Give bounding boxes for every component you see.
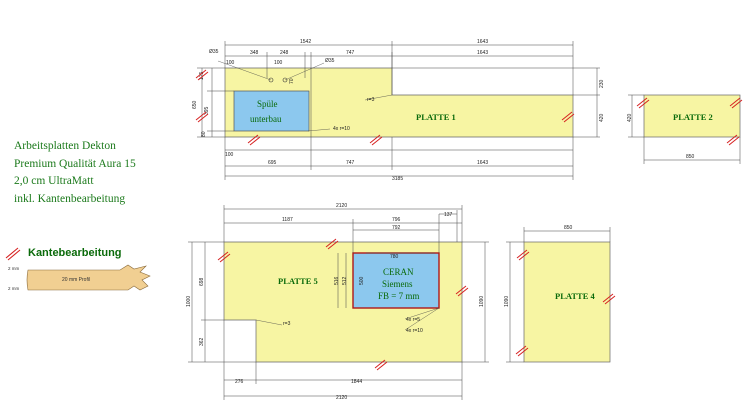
dim-362: 362	[199, 337, 205, 346]
tap-hole-2	[282, 77, 288, 83]
legend-mm-bottom: 2 mm	[8, 286, 20, 291]
dim-747: 747	[346, 50, 355, 56]
dim-100-a: 100	[226, 60, 235, 66]
dim-516: 516	[334, 276, 340, 285]
dim-230: 230	[599, 79, 605, 88]
dim-diam35-b: Ø35	[325, 58, 335, 64]
radius-r3-b: r=3	[283, 321, 291, 327]
dim-395: 395	[204, 106, 210, 115]
dim-780: 780	[390, 254, 399, 260]
dim-420: 420	[599, 113, 605, 122]
radius-4x-r10-a: 4x r=10	[333, 126, 350, 132]
dim-100-c: 100	[225, 152, 234, 158]
tap-hole-1	[268, 77, 274, 83]
dim-420-b: 420	[627, 113, 633, 122]
dim-100-b: 100	[274, 60, 283, 66]
dim-2120-b: 2120	[336, 395, 347, 401]
dim-1090-b: 1090	[504, 296, 510, 307]
dim-698: 698	[199, 277, 205, 286]
legend-profile-label: 20 mm Profil	[62, 277, 90, 283]
dim-1643: 1643	[477, 39, 488, 45]
dim-747-b: 747	[346, 160, 355, 166]
radius-4x-r10-b: 4x r=10	[406, 328, 423, 334]
dim-70: 70	[289, 78, 295, 84]
radius-r3-a: r=3	[367, 97, 375, 103]
dim-1000-a: 1000	[186, 296, 192, 307]
dim-248: 248	[280, 50, 289, 56]
dim-348: 348	[250, 50, 259, 56]
dim-792: 792	[392, 225, 401, 231]
material-info: Arbeitsplatten Dekton Premium Qualität A…	[14, 138, 136, 208]
plate-5-label: PLATTE 5	[278, 276, 318, 286]
plate-4-label: PLATTE 4	[555, 291, 596, 301]
dim-650: 650	[192, 100, 198, 109]
dim-276: 276	[235, 379, 244, 385]
dim-1643-c: 1643	[477, 160, 488, 166]
info-line-3: 2,0 cm UltraMatt	[14, 175, 94, 187]
dim-796: 796	[392, 217, 401, 223]
dim-80: 80	[201, 131, 207, 137]
plate-4-shape	[523, 241, 611, 363]
dim-1090: 1090	[479, 296, 485, 307]
edge-legend: Kantebearbeitung 20 mm Profil 2 mm 2 mm	[5, 247, 151, 291]
ceran-cutout	[352, 252, 440, 309]
dim-175: 175	[199, 71, 205, 80]
edge-profile-shape	[26, 264, 151, 291]
dim-3185: 3185	[392, 176, 403, 182]
dim-850-a: 850	[686, 154, 695, 160]
dim-1844: 1844	[351, 379, 362, 385]
plate-1-label: PLATTE 1	[416, 112, 456, 122]
legend-title: Kantebearbeitung	[28, 247, 122, 259]
info-line-1: Arbeitsplatten Dekton	[14, 140, 116, 152]
dim-diam35-a: Ø35	[209, 49, 219, 55]
dim-850-b: 850	[564, 225, 573, 231]
sink-label-2: unterbau	[250, 114, 282, 124]
ceran-label-2: Siemens	[382, 279, 413, 289]
plate-2-label: PLATTE 2	[673, 112, 713, 122]
legend-mm-top: 2 mm	[8, 266, 20, 271]
info-line-4: inkl. Kantenbearbeitung	[14, 192, 126, 205]
sink-label-1: Spüle	[257, 99, 278, 109]
dim-1542: 1542	[300, 39, 311, 45]
dim-695: 695	[268, 160, 277, 166]
dim-1187: 1187	[282, 217, 293, 223]
sink-cutout	[233, 90, 310, 132]
dim-137: 137	[444, 212, 453, 218]
ceran-label-1: CERAN	[383, 267, 414, 277]
dim-512: 512	[342, 276, 348, 285]
radius-4x-r5: 4x r=5	[406, 317, 420, 323]
ceran-label-3: FB = 7 mm	[378, 291, 419, 301]
edge-marks	[195, 69, 743, 371]
plate-2-shape	[643, 94, 741, 138]
dim-500: 500	[359, 276, 365, 285]
dim-1643-b: 1643	[477, 50, 488, 56]
dim-2120-a: 2120	[336, 203, 347, 209]
info-line-2: Premium Qualität Aura 15	[14, 157, 136, 170]
